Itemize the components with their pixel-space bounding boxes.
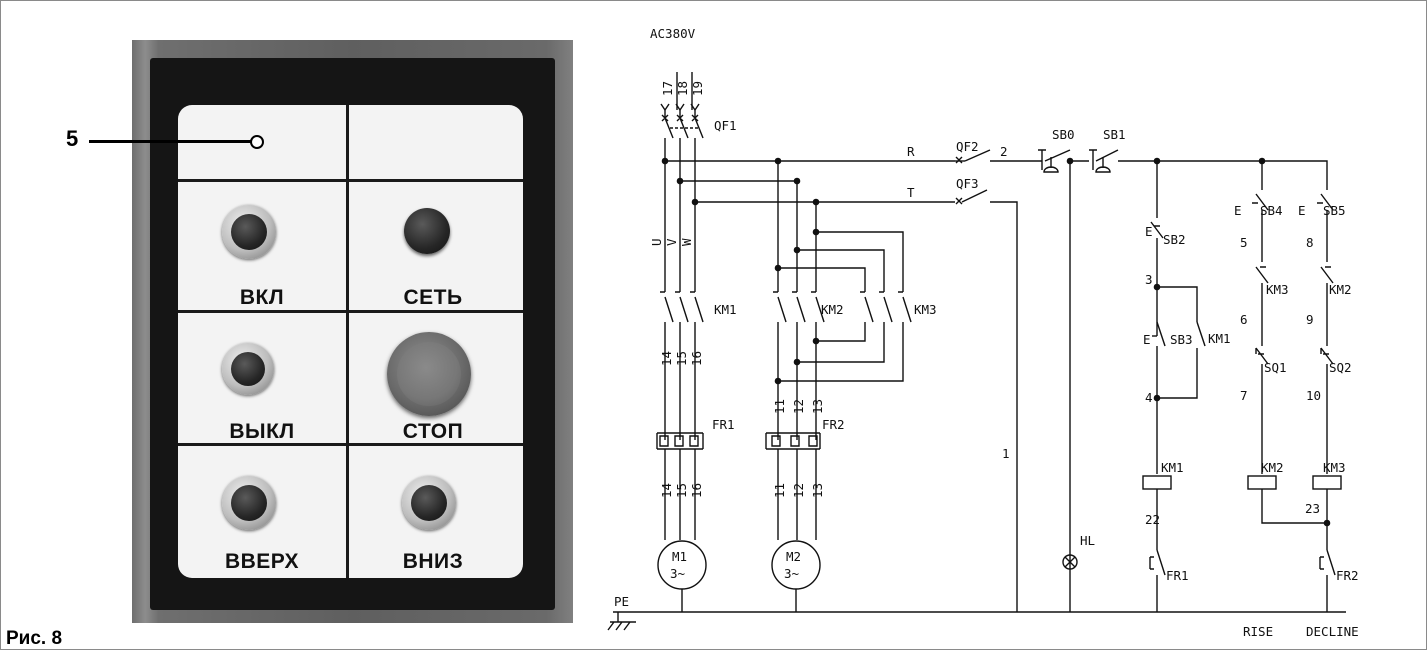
motor-m1-type: 3~ (670, 566, 685, 581)
stop-label: СТОП (402, 420, 464, 443)
wire-number-label: 16 (689, 351, 704, 366)
sb2-label: SB2 (1163, 232, 1186, 247)
line-t-label: T (907, 185, 915, 200)
figure-caption: Рис. 8 (6, 628, 63, 649)
sb1-stop-label: SB1 (1103, 127, 1126, 142)
fr1-overload-label: FR1 (712, 417, 735, 432)
down-button[interactable] (402, 476, 456, 530)
motor-m2-type: 3~ (784, 566, 799, 581)
qf1-label: QF1 (714, 118, 737, 133)
fr1-contact-label: FR1 (1166, 568, 1189, 583)
wire-number-label: 12 (791, 399, 806, 414)
faceplate-divider (178, 443, 523, 446)
callout-leader-line (89, 140, 252, 143)
km1-aux-label: KM1 (1208, 331, 1231, 346)
fr2-contact-label: FR2 (1336, 568, 1359, 583)
phase-letter-label: V (664, 238, 679, 246)
node-3-label: 3 (1145, 272, 1153, 287)
motor-m1-name: M1 (672, 549, 687, 564)
phase-letter-label: U (649, 238, 664, 246)
qf2-label: QF2 (956, 139, 979, 154)
km2-main-contact-label: KM2 (821, 302, 844, 317)
sq2-label: SQ2 (1329, 360, 1352, 375)
callout-indicator-point (250, 135, 264, 149)
up-button-label: ВВЕРХ (224, 550, 300, 573)
sb5-label: SB5 (1323, 203, 1346, 218)
node-22-label: 22 (1145, 512, 1160, 527)
km2-interlock-label: KM2 (1329, 282, 1352, 297)
wire-number-label: 13 (810, 399, 825, 414)
line-r-label: R (907, 144, 915, 159)
km3-interlock-label: KM3 (1266, 282, 1289, 297)
wire-number-label: 13 (810, 483, 825, 498)
e-mark: E (1143, 332, 1151, 347)
network-indicator-lamp (404, 208, 450, 254)
e-mark: E (1145, 224, 1153, 239)
motor-m2-name: M2 (786, 549, 801, 564)
panel-faceplate: ВКЛ СЕТЬ ВЫКЛ СТОП ВВЕРХ ВНИЗ (178, 105, 523, 578)
qf3-label: QF3 (956, 176, 979, 191)
node-4-label: 4 (1145, 390, 1153, 405)
wire-number-label: 14 (659, 351, 674, 366)
node-9-label: 9 (1306, 312, 1314, 327)
node-8-label: 8 (1306, 235, 1314, 250)
wire-number-label: 15 (674, 351, 689, 366)
km3-main-contact-label: KM3 (914, 302, 937, 317)
emergency-stop-button[interactable] (387, 332, 471, 416)
faceplate-divider-vertical (346, 105, 349, 578)
decline-label: DECLINE (1306, 624, 1359, 639)
sq1-label: SQ1 (1264, 360, 1287, 375)
node-7-label: 7 (1240, 388, 1248, 403)
wire-number-label: 11 (772, 483, 787, 498)
phase-number-label: 18 (675, 81, 690, 96)
wire-number-label: 16 (689, 483, 704, 498)
rise-label: RISE (1243, 624, 1273, 639)
sb3-label: SB3 (1170, 332, 1193, 347)
hl-lamp-label: HL (1080, 533, 1095, 548)
km2-coil-label: KM2 (1261, 460, 1284, 475)
phase-number-label: 19 (690, 81, 705, 96)
node-6-label: 6 (1240, 312, 1248, 327)
pe-ground-label: PE (614, 594, 629, 609)
sb4-label: SB4 (1260, 203, 1283, 218)
on-button[interactable] (222, 205, 276, 259)
wire-number-label: 11 (772, 399, 787, 414)
km1-main-contact-label: KM1 (714, 302, 737, 317)
wire-number-label: 14 (659, 483, 674, 498)
km3-coil-label: KM3 (1323, 460, 1346, 475)
phase-letter-label: W (679, 238, 694, 246)
faceplate-divider (178, 179, 523, 182)
faceplate-divider (178, 310, 523, 313)
wire-number-label: 12 (791, 483, 806, 498)
on-button-label: ВКЛ (239, 286, 285, 309)
network-label: СЕТЬ (403, 286, 463, 309)
off-button[interactable] (222, 343, 274, 395)
up-button[interactable] (222, 476, 276, 530)
wire-2-label: 2 (1000, 144, 1008, 159)
sb0-stop-label: SB0 (1052, 127, 1075, 142)
wire-1-label: 1 (1002, 446, 1010, 461)
callout-number: 5 (66, 126, 79, 151)
off-button-label: ВЫКЛ (229, 420, 295, 443)
wire-number-label: 15 (674, 483, 689, 498)
node-10-label: 10 (1306, 388, 1321, 403)
node-5-label: 5 (1240, 235, 1248, 250)
down-button-label: ВНИЗ (402, 550, 464, 573)
km1-coil-label: KM1 (1161, 460, 1184, 475)
e-mark: E (1234, 203, 1242, 218)
phase-number-label: 17 (660, 81, 675, 96)
fr2-overload-label: FR2 (822, 417, 845, 432)
e-mark: E (1298, 203, 1306, 218)
supply-voltage-label: AC380V (650, 26, 696, 41)
node-23-label: 23 (1305, 501, 1320, 516)
